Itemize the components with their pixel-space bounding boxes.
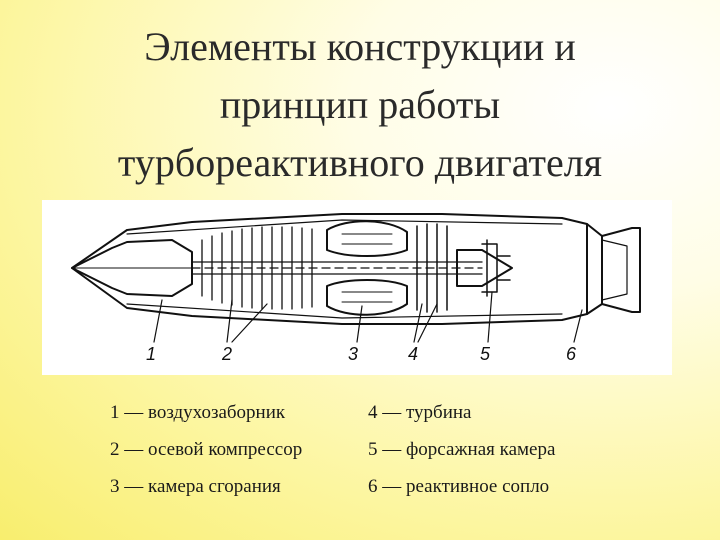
legend-item-nozzle: 6 — реактивное сопло — [368, 475, 550, 497]
intake-cone — [71, 239, 193, 297]
slide-title: Элементы конструкции и принцип работы ту… — [0, 18, 720, 192]
title-line-2: принцип работы — [219, 82, 501, 127]
callout-3: 3 — [348, 344, 358, 364]
combustion-chamber — [326, 220, 408, 316]
title-line-1: Элементы конструкции и — [144, 24, 576, 69]
engine-casing — [71, 213, 641, 325]
callout-4: 4 — [408, 344, 418, 364]
turbine-blades — [416, 223, 448, 313]
legend-row: 3 — камера сгорания 6 — реактивное сопло — [110, 468, 670, 505]
callout-1: 1 — [146, 344, 156, 364]
legend-item-combustion: 3 — камера сгорания — [110, 475, 281, 497]
legend-row: 2 — осевой компрессор 5 — форсажная каме… — [110, 431, 670, 468]
afterburner-frame — [481, 239, 511, 297]
legend-item-intake: 1 — воздухозаборник — [110, 401, 286, 423]
legend: 1 — воздухозаборник 4 — турбина 2 — осев… — [110, 394, 670, 505]
callout-5: 5 — [480, 344, 491, 364]
callout-2: 2 — [221, 344, 232, 364]
legend-item-turbine: 4 — турбина — [368, 401, 472, 423]
shaft — [191, 261, 483, 275]
engine-diagram: 1 2 3 4 5 6 — [42, 200, 672, 375]
legend-row: 1 — воздухозаборник 4 — турбина — [110, 394, 670, 431]
callout-leaders — [153, 291, 583, 343]
callout-6: 6 — [566, 344, 577, 364]
title-line-3: турбореактивного двигателя — [117, 140, 603, 185]
legend-item-compressor: 2 — осевой компрессор — [110, 438, 303, 460]
legend-item-afterburner: 5 — форсажная камера — [368, 438, 556, 460]
